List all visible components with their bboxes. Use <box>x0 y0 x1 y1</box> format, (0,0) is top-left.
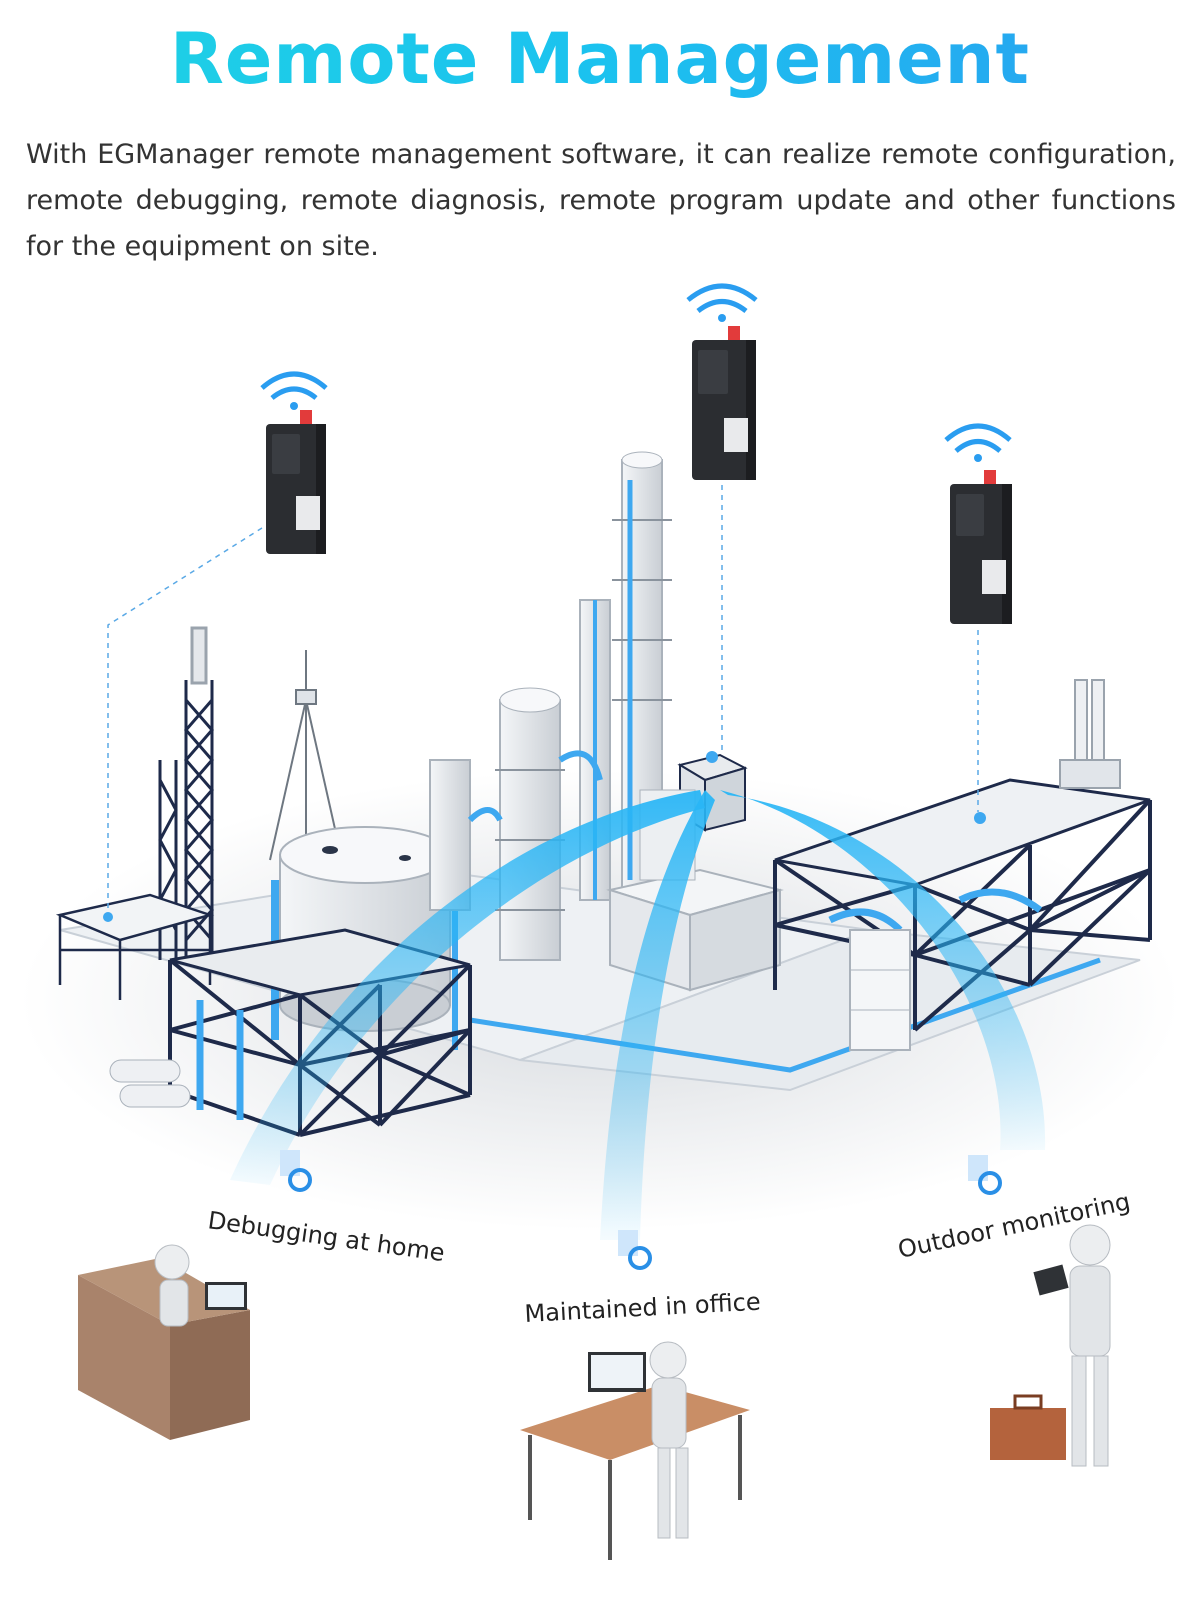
scenario-label-office: Maintained in office <box>524 1288 761 1328</box>
gateway-device-right <box>944 423 1012 624</box>
gateway-device-left <box>260 371 328 554</box>
gateway-device-center <box>686 283 758 480</box>
gear-document-icon <box>618 1230 652 1270</box>
cooling-module <box>849 929 911 1051</box>
horizontal-tanks <box>109 1059 191 1108</box>
reactor-tower <box>429 687 603 961</box>
signal-beams <box>230 790 1046 1240</box>
device-connection-lines <box>107 485 979 910</box>
gear-document-icon <box>280 1150 312 1192</box>
office-user-figure <box>520 1341 750 1560</box>
page-title: Remote Management <box>0 18 1200 100</box>
outdoor-user-figure <box>990 1224 1111 1467</box>
home-user-figure <box>78 1244 250 1440</box>
left-platform <box>55 893 215 1000</box>
gear-document-icon <box>968 1155 1002 1195</box>
wifi-signal-icon <box>260 371 328 390</box>
page-description: With EGManager remote management softwar… <box>26 139 1176 262</box>
front-left-steel-frame <box>168 928 472 1137</box>
